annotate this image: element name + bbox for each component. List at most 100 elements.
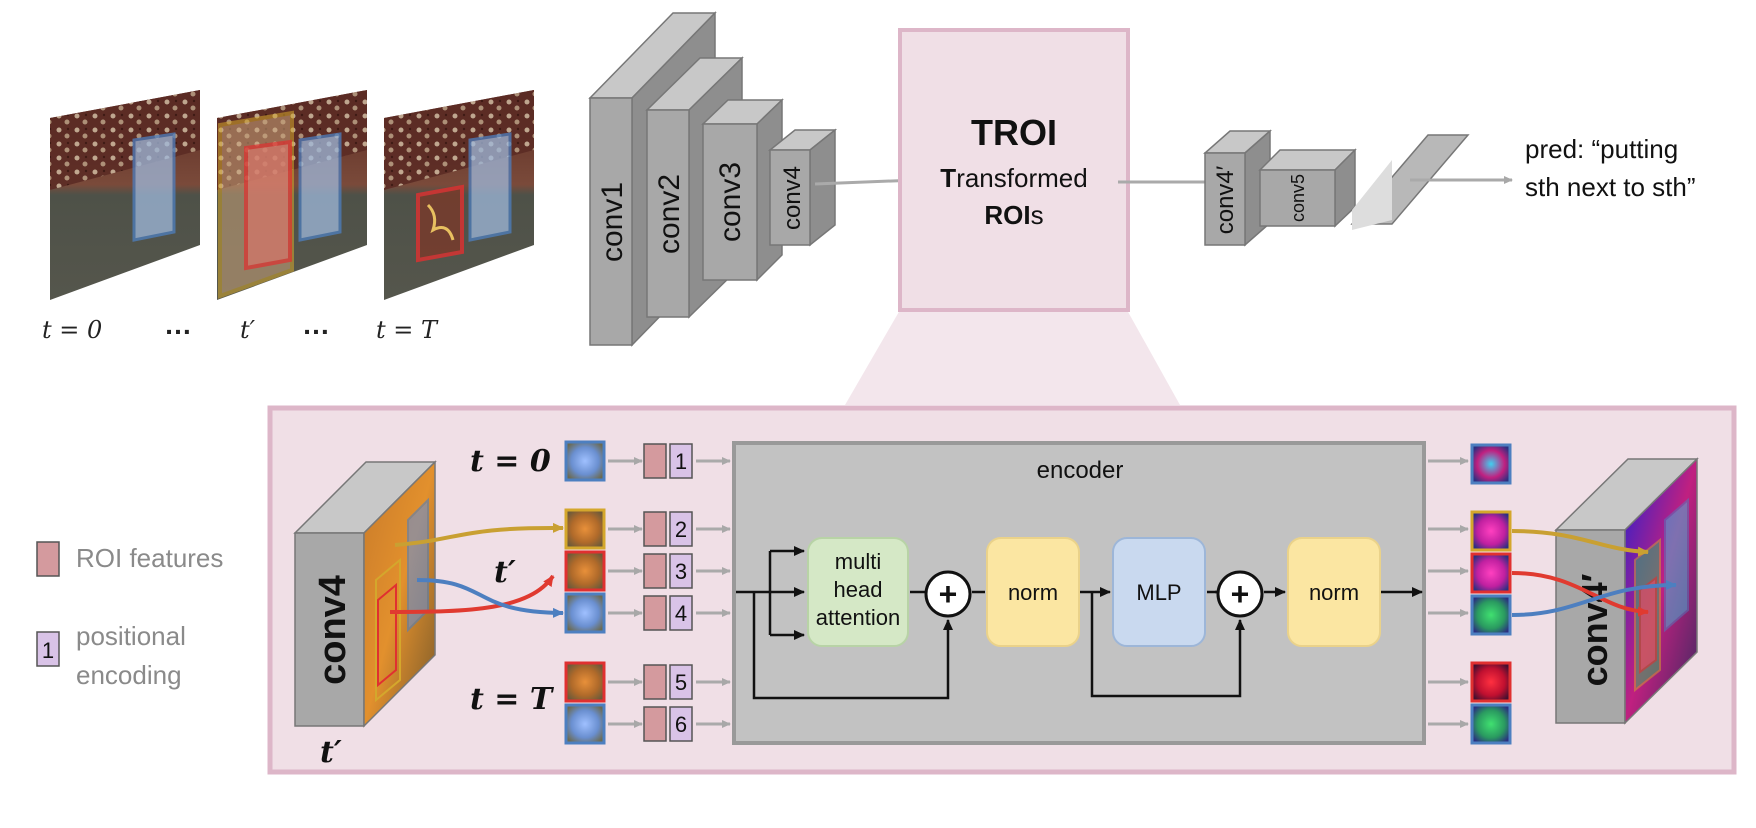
norm-label-2: norm (1309, 580, 1359, 605)
roi-arrow-blue (416, 578, 564, 618)
legend-pos-label-1: positional (76, 621, 186, 651)
troi-subtitle-line1: Transformed (940, 163, 1087, 193)
out-arrow-red (1511, 571, 1649, 617)
detail-time-t0: t = 0 (470, 444, 551, 479)
detail-conv4-prime-label: conv4′ (1574, 574, 1615, 687)
frame-t-prime (217, 90, 367, 300)
out-thumb-2 (1470, 510, 1512, 552)
legend-roi-swatch (36, 541, 60, 577)
conv5-label: conv5 (1288, 174, 1308, 222)
conv3-label: conv3 (714, 162, 747, 242)
conv5-block (1258, 148, 1357, 228)
pos-index-4: 4 (675, 601, 687, 626)
multi-head-attention-block (807, 537, 909, 647)
out-arrow-blue (1511, 580, 1677, 617)
pos-enc-4 (669, 595, 693, 631)
legend-pos-swatch (36, 631, 60, 667)
detail-conv4-volume (293, 460, 437, 728)
detail-conv4-label: conv4 (312, 575, 354, 685)
conv4-label: conv4 (779, 166, 806, 230)
pos-enc-3 (669, 553, 693, 589)
conv4-block (767, 128, 838, 247)
conv2-label: conv2 (653, 174, 686, 254)
out-thumb-6 (1470, 703, 1512, 745)
legend-roi-label: ROI features (76, 543, 223, 573)
out-thumb-1 (1470, 443, 1512, 485)
pos-enc-1 (669, 443, 693, 479)
roi-arrow-red (389, 574, 555, 614)
add-node-1 (924, 570, 972, 618)
attention-label-3: attention (816, 605, 900, 630)
out-arrow-yellow (1511, 529, 1649, 557)
norm-block-2 (1287, 537, 1381, 647)
attention-label-2: head (834, 577, 883, 602)
attention-label-1: multi (835, 549, 881, 574)
backbone (588, 11, 838, 347)
prediction-line2: sth next to sth” (1525, 172, 1696, 202)
frame-ellipsis-1: … (164, 309, 192, 340)
token-to-encoder-arrows (696, 457, 731, 728)
tokens: 1 2 3 4 5 6 (643, 443, 693, 742)
head-projection (1352, 160, 1392, 230)
conv4-prime-label: conv4′ (1212, 165, 1239, 234)
roi-thumb-3 (564, 550, 606, 592)
thumb-to-token-arrows (608, 457, 643, 728)
pos-index-5: 5 (675, 670, 687, 695)
detail-conv4-prime-volume (1554, 457, 1699, 725)
pos-index-3: 3 (675, 559, 687, 584)
pos-index-1: 1 (675, 449, 687, 474)
detail-time-t-prime: t′ (494, 555, 516, 590)
frame-label-t0: t = 0 (42, 316, 102, 344)
roi-feature-5 (643, 664, 667, 700)
frame-tT (384, 90, 534, 300)
roi-feature-3 (643, 553, 667, 589)
troi-subtitle-line2: ROIs (984, 200, 1043, 230)
legend-pos-example: 1 (42, 638, 54, 663)
detail-input-time: t′ (320, 735, 342, 770)
mlp-block (1112, 537, 1206, 647)
frame-t0 (50, 90, 200, 300)
roi-thumbnails-output (1470, 443, 1512, 745)
roi-thumbnails-input (564, 440, 606, 745)
add-symbol-2: + (1231, 576, 1250, 612)
troi-zoom-funnel (845, 310, 1180, 405)
pos-enc-6 (669, 706, 693, 742)
encoder-title: encoder (1037, 457, 1124, 484)
roi-feature-1 (643, 443, 667, 479)
out-thumb-4 (1470, 594, 1512, 636)
troi-title: TROI (971, 112, 1057, 153)
add-node-2 (1216, 570, 1264, 618)
pos-index-2: 2 (675, 517, 687, 542)
roi-feature-6 (643, 706, 667, 742)
frame-ellipsis-2: … (302, 309, 330, 340)
mlp-label: MLP (1136, 580, 1181, 605)
legend-pos-label-2: encoding (76, 660, 182, 690)
troi-box (898, 28, 1130, 312)
roi-arrow-yellow (394, 522, 564, 547)
out-thumb-3 (1470, 552, 1512, 594)
roi-feature-4 (643, 595, 667, 631)
roi-thumb-4 (564, 592, 606, 634)
norm-label-1: norm (1008, 580, 1058, 605)
frame-label-t-prime: t′ (240, 316, 256, 344)
pos-enc-5 (669, 664, 693, 700)
roi-feature-2 (643, 511, 667, 547)
norm-block-1 (986, 537, 1080, 647)
pos-index-6: 6 (675, 712, 687, 737)
out-thumb-5 (1470, 661, 1512, 703)
head-blocks (1203, 129, 1470, 247)
video-frames: t = 0 … t′ … t = T (42, 90, 534, 344)
pos-enc-2 (669, 511, 693, 547)
roi-thumb-5 (564, 661, 606, 703)
conv1-label: conv1 (596, 182, 629, 262)
roi-thumb-6 (564, 703, 606, 745)
roi-thumb-2 (564, 508, 606, 550)
legend: ROI features 1 positional encoding (36, 541, 223, 690)
add-symbol-1: + (939, 576, 958, 612)
detail-conv4-prime-front (1555, 529, 1626, 724)
frame-label-tT: t = T (376, 316, 439, 344)
prediction-line1: pred: “putting (1525, 134, 1678, 164)
detail-time-tT: t = T (470, 682, 555, 717)
roi-thumb-1 (564, 440, 606, 482)
